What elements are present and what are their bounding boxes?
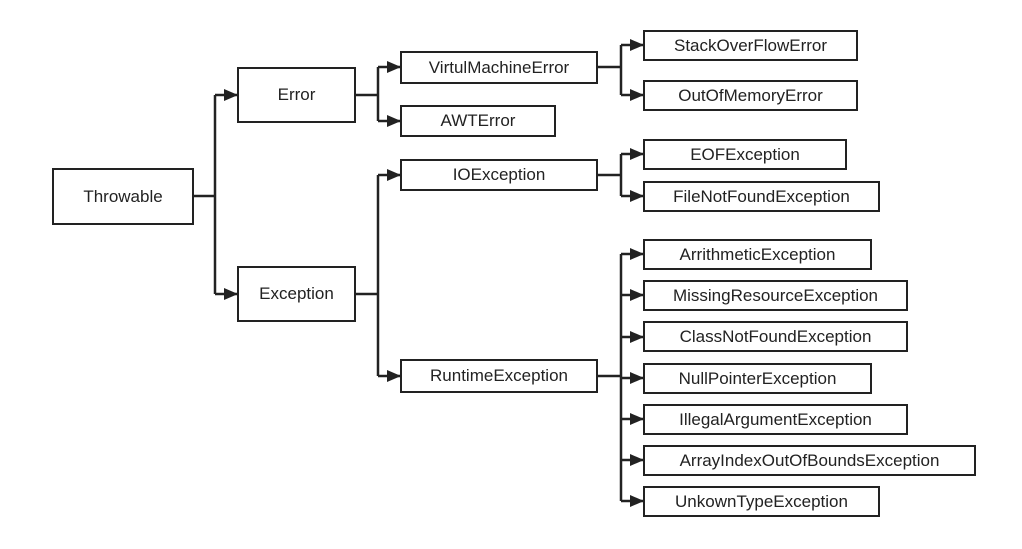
- node-throwable: Throwable: [52, 168, 194, 225]
- node-file-not-found-exception: FileNotFoundException: [643, 181, 880, 212]
- node-io-exception: IOException: [400, 159, 598, 191]
- node-exception: Exception: [237, 266, 356, 322]
- node-unknown-type-exception: UnkownTypeException: [643, 486, 880, 517]
- node-null-pointer-exception: NullPointerException: [643, 363, 872, 394]
- error-connector: [356, 61, 401, 127]
- node-error: Error: [237, 67, 356, 123]
- node-arithmetic-exception: ArrithmeticException: [643, 239, 872, 270]
- node-awt-error: AWTError: [400, 105, 556, 137]
- node-class-not-found-exception: ClassNotFoundException: [643, 321, 908, 352]
- node-virtual-machine-error: VirtulMachineError: [400, 51, 598, 84]
- node-illegal-argument-exception: IllegalArgumentException: [643, 404, 908, 435]
- vm-error-connector: [598, 39, 644, 101]
- throwable-connector: [194, 89, 238, 300]
- exception-connector: [356, 169, 401, 382]
- node-missing-resource-exception: MissingResourceException: [643, 280, 908, 311]
- io-exception-connector: [598, 148, 644, 202]
- node-out-of-memory-error: OutOfMemoryError: [643, 80, 858, 111]
- node-eof-exception: EOFException: [643, 139, 847, 170]
- node-array-index-out-of-bounds-exception: ArrayIndexOutOfBoundsException: [643, 445, 976, 476]
- runtime-exception-connector: [598, 248, 644, 507]
- node-runtime-exception: RuntimeException: [400, 359, 598, 393]
- node-stack-overflow-error: StackOverFlowError: [643, 30, 858, 61]
